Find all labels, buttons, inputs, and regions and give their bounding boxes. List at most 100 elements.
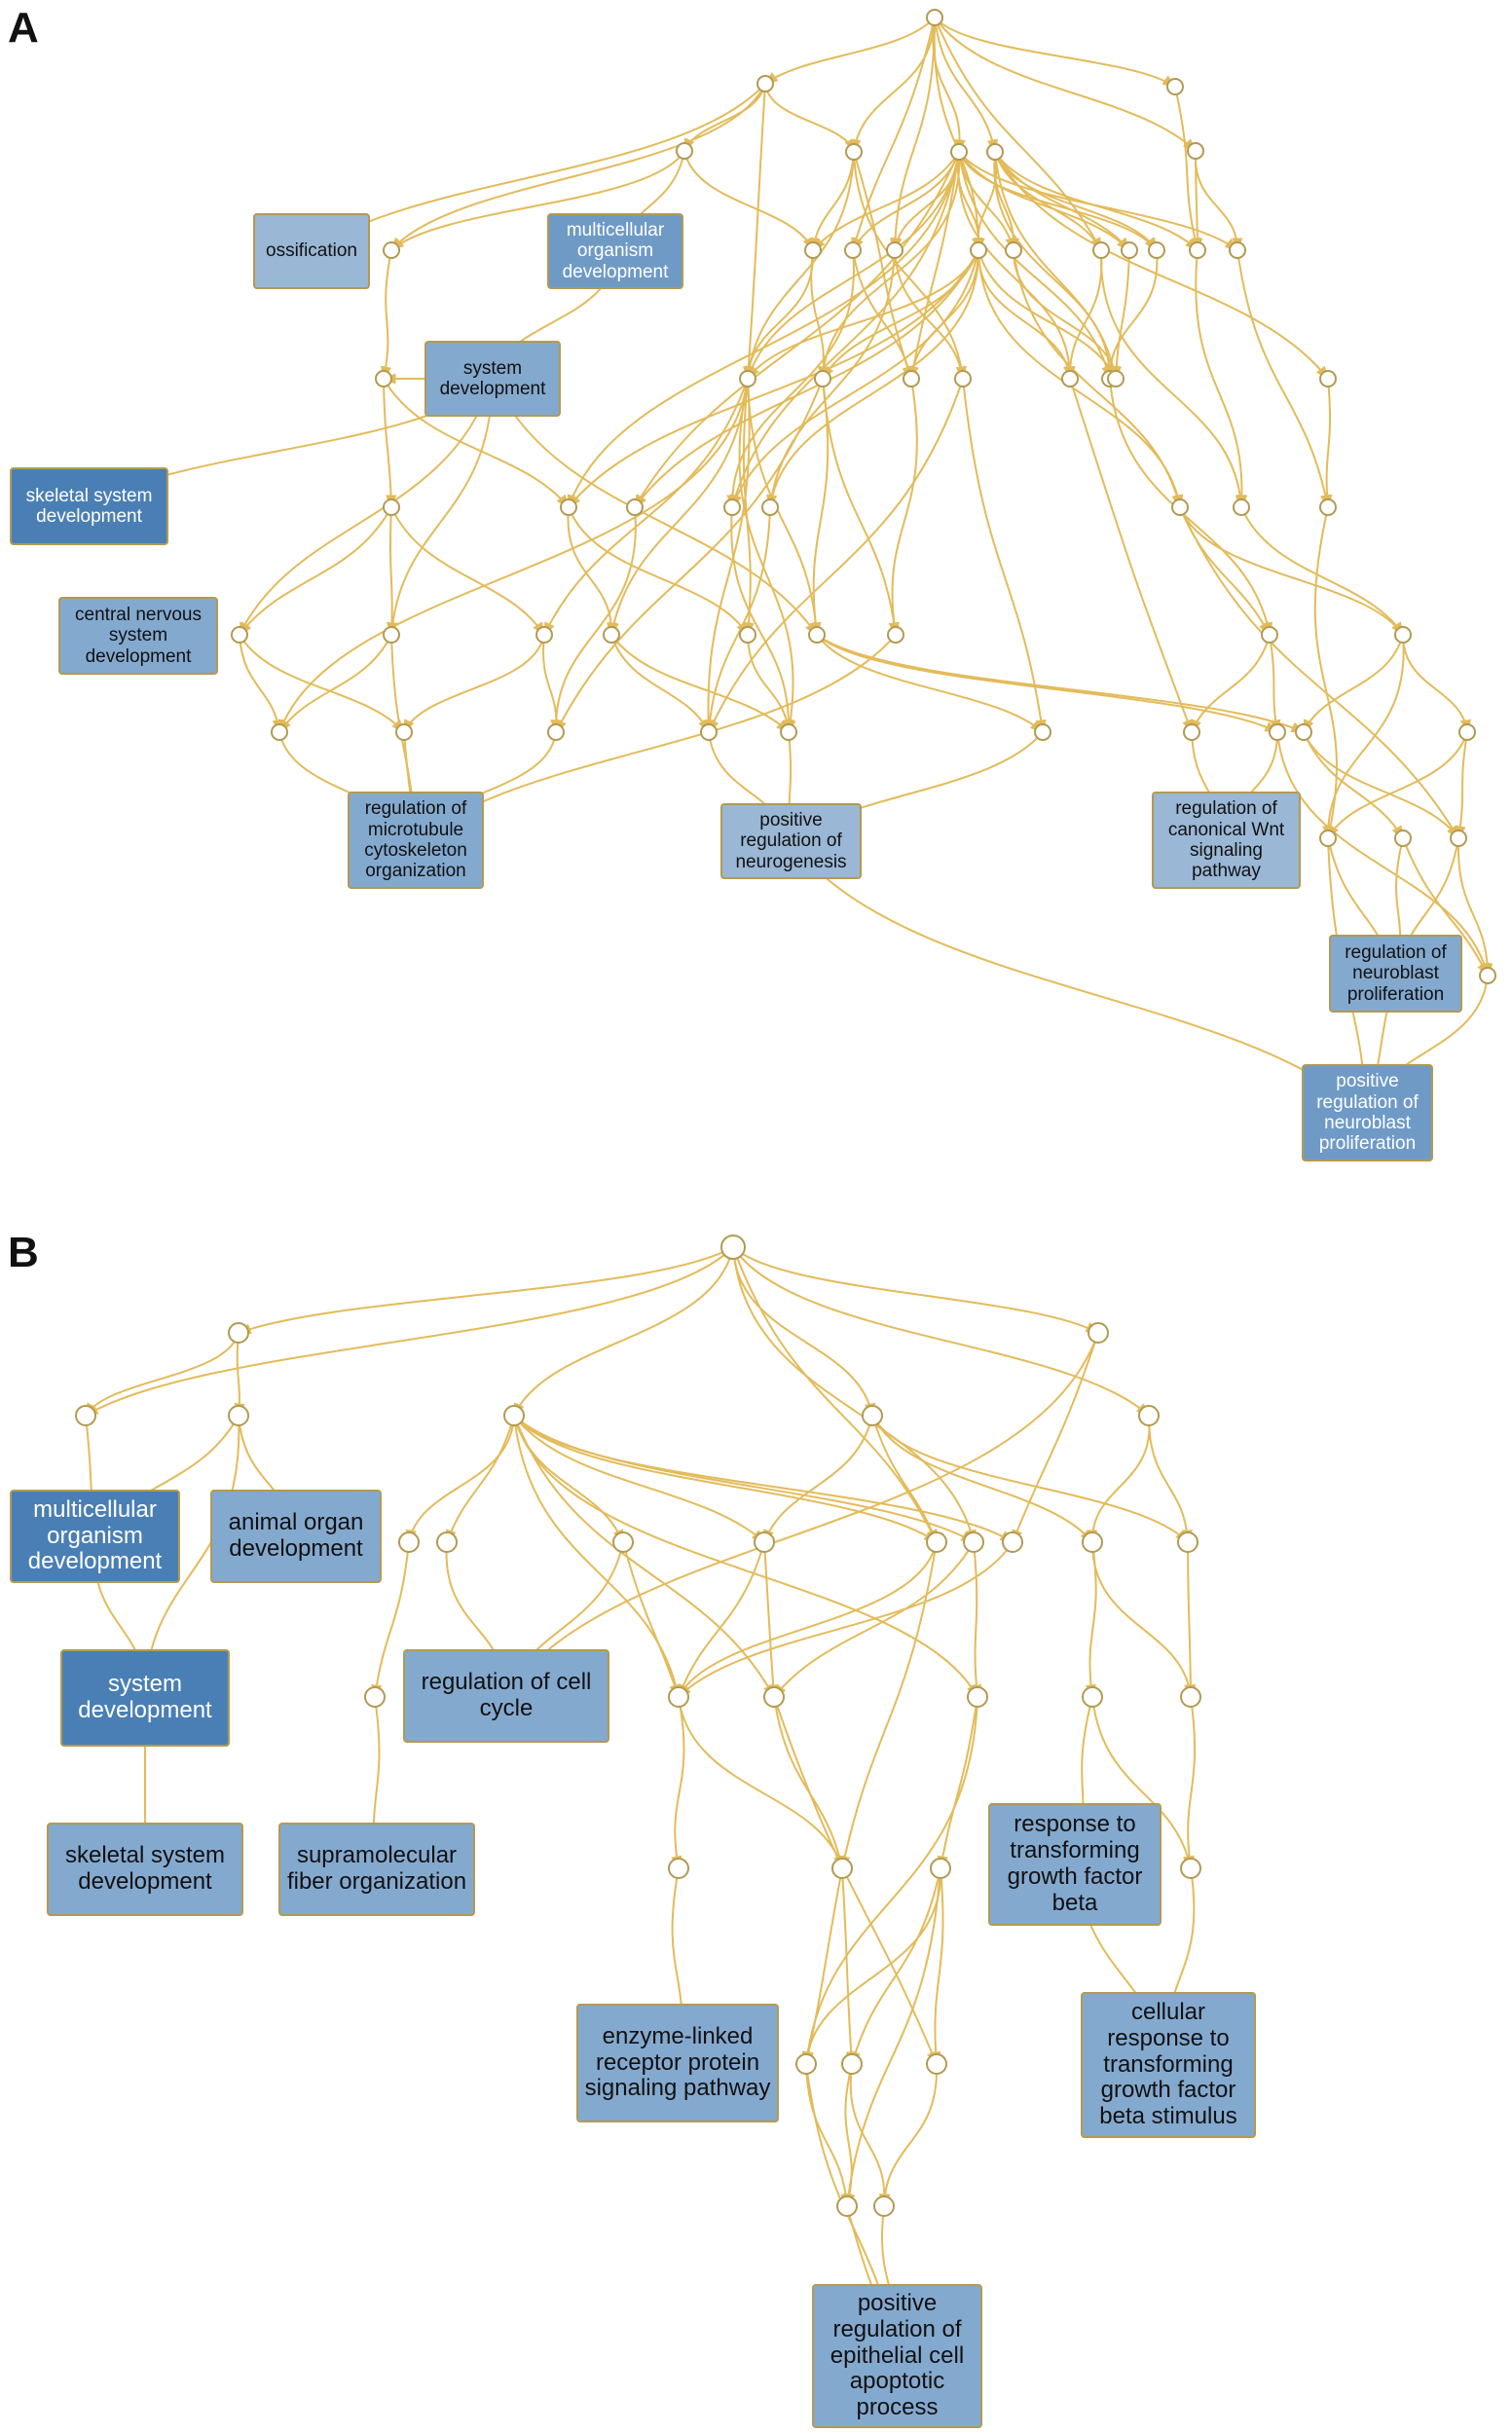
dag-node-a-n11[interactable]	[886, 241, 904, 259]
dag-node-a-n1[interactable]	[1166, 78, 1184, 95]
dag-node-b-b14[interactable]	[1002, 1531, 1023, 1553]
dag-node-b-b31[interactable]	[873, 2195, 895, 2217]
term-box-a-system-development[interactable]: system development	[424, 341, 561, 417]
term-box-a-regulation-of-neuroblast-proliferation[interactable]: regulation of neuroblast proliferation	[1329, 935, 1462, 1013]
dag-node-a-n34[interactable]	[1233, 498, 1250, 516]
term-box-b-response-to-transforming-growth-factor-beta[interactable]: response to transforming growth factor b…	[988, 1803, 1162, 1926]
dag-node-b-b19[interactable]	[763, 1686, 785, 1708]
term-box-a-positive-regulation-of-neurogenesis[interactable]: positive regulation of neurogenesis	[720, 803, 862, 879]
dag-node-b-b5[interactable]	[503, 1405, 525, 1426]
dag-node-b-b18[interactable]	[668, 1686, 689, 1708]
dag-node-b-b9[interactable]	[436, 1531, 458, 1553]
dag-node-a-n52[interactable]	[1269, 723, 1286, 741]
dag-node-a-n46[interactable]	[395, 723, 413, 741]
dag-node-a-n44[interactable]	[1394, 626, 1412, 644]
dag-node-b-b23[interactable]	[668, 1858, 689, 1879]
dag-node-a-n17[interactable]	[1189, 241, 1206, 259]
dag-node-b-b1[interactable]	[228, 1322, 249, 1344]
term-box-a-ossification[interactable]: ossification	[253, 213, 370, 289]
dag-node-a-n6[interactable]	[950, 143, 968, 161]
dag-node-a-n30[interactable]	[626, 498, 644, 516]
dag-node-a-n54[interactable]	[1458, 723, 1476, 741]
dag-node-b-b16[interactable]	[1177, 1531, 1199, 1553]
dag-node-b-b27[interactable]	[795, 2053, 817, 2075]
dag-node-b-b13[interactable]	[963, 1531, 984, 1553]
dag-node-a-n22[interactable]	[903, 370, 920, 387]
dag-node-a-n0[interactable]	[926, 9, 943, 26]
dag-node-a-n35[interactable]	[1319, 498, 1337, 516]
term-box-b-enzyme-linked-receptor-protein-signaling-pathway[interactable]: enzyme-linked receptor protein signaling…	[576, 2004, 779, 2122]
dag-node-a-n55[interactable]	[1319, 830, 1337, 847]
dag-node-a-n41[interactable]	[808, 626, 826, 644]
dag-node-a-n57[interactable]	[1450, 830, 1467, 847]
dag-node-a-n29[interactable]	[560, 498, 577, 516]
term-box-a-skeletal-system-development[interactable]: skeletal system development	[10, 467, 168, 545]
dag-node-a-n7[interactable]	[986, 143, 1004, 161]
dag-node-b-b25[interactable]	[930, 1858, 951, 1879]
dag-node-a-n53[interactable]	[1295, 723, 1312, 741]
dag-node-a-n5[interactable]	[845, 143, 863, 161]
dag-node-a-n13[interactable]	[1005, 241, 1022, 259]
dag-node-a-n39[interactable]	[603, 626, 620, 644]
dag-node-b-b3[interactable]	[75, 1405, 96, 1426]
dag-node-a-n27[interactable]	[1319, 370, 1337, 387]
dag-node-a-n21[interactable]	[814, 370, 831, 387]
dag-node-b-b10[interactable]	[612, 1531, 634, 1553]
dag-node-a-n18[interactable]	[1229, 241, 1246, 259]
dag-node-b-b2[interactable]	[1088, 1322, 1109, 1344]
dag-node-b-b29[interactable]	[926, 2053, 947, 2075]
dag-node-a-n4[interactable]	[676, 142, 693, 160]
dag-node-b-b6[interactable]	[862, 1405, 883, 1426]
dag-node-b-b20[interactable]	[967, 1686, 988, 1708]
dag-node-a-n58[interactable]	[1479, 967, 1496, 984]
dag-node-a-n47[interactable]	[547, 723, 565, 741]
dag-node-a-n48[interactable]	[700, 723, 718, 741]
term-box-a-central-nervous-system-development[interactable]: central nervous system development	[58, 597, 218, 675]
dag-node-a-n20[interactable]	[739, 370, 756, 387]
dag-node-a-n10[interactable]	[844, 241, 862, 259]
term-box-b-system-development[interactable]: system development	[60, 1649, 230, 1747]
dag-node-a-n23[interactable]	[954, 370, 972, 387]
dag-node-a-n38[interactable]	[535, 626, 553, 644]
dag-node-a-n8[interactable]	[383, 241, 400, 259]
term-box-b-supramolecular-fiber-organization[interactable]: supramolecular fiber organization	[278, 1823, 475, 1916]
dag-node-a-n19[interactable]	[375, 370, 392, 387]
dag-node-b-r[interactable]	[720, 1235, 746, 1260]
dag-node-a-n26[interactable]	[1107, 370, 1125, 387]
dag-node-a-n16[interactable]	[1148, 241, 1165, 259]
dag-node-a-n28[interactable]	[383, 498, 400, 516]
dag-node-a-n45[interactable]	[271, 723, 288, 741]
term-box-b-animal-organ-development[interactable]: animal organ development	[210, 1490, 382, 1583]
term-box-b-cellular-response-to-transforming-growth-factor-beta-stimulus[interactable]: cellular response to transforming growth…	[1081, 1992, 1256, 2138]
dag-node-a-n9[interactable]	[804, 241, 822, 259]
dag-node-a-n3[interactable]	[1187, 142, 1204, 160]
dag-node-a-n50[interactable]	[1034, 723, 1051, 741]
dag-node-b-b8[interactable]	[398, 1531, 420, 1553]
term-box-a-positive-regulation-of-neuroblast-proliferation[interactable]: positive regulation of neuroblast prolif…	[1302, 1064, 1433, 1162]
dag-node-a-n49[interactable]	[780, 723, 797, 741]
dag-node-a-n40[interactable]	[739, 626, 756, 644]
dag-node-a-n33[interactable]	[1171, 498, 1189, 516]
dag-node-b-b21[interactable]	[1082, 1686, 1103, 1708]
dag-node-b-b4[interactable]	[228, 1405, 249, 1426]
term-box-a-regulation-of-canonical-wnt-signaling-pathway[interactable]: regulation of canonical Wnt signaling pa…	[1152, 792, 1301, 889]
term-box-b-multicellular-organism-development[interactable]: multicellular organism development	[10, 1490, 180, 1583]
dag-node-a-n31[interactable]	[723, 498, 741, 516]
dag-node-b-b28[interactable]	[841, 2053, 863, 2075]
dag-node-b-b12[interactable]	[926, 1531, 947, 1553]
dag-node-b-b26[interactable]	[1180, 1858, 1201, 1879]
dag-node-b-b24[interactable]	[831, 1858, 853, 1879]
term-box-b-regulation-of-cell-cycle[interactable]: regulation of cell cycle	[403, 1649, 609, 1743]
term-box-a-multicellular-organism-development[interactable]: multicellular organism development	[547, 213, 683, 289]
dag-node-a-n42[interactable]	[887, 626, 904, 644]
dag-node-a-n32[interactable]	[761, 498, 779, 516]
dag-node-b-b7[interactable]	[1138, 1405, 1160, 1426]
dag-node-a-n12[interactable]	[970, 241, 987, 259]
dag-node-a-n2[interactable]	[756, 75, 774, 92]
term-box-b-positive-regulation-of-epithelial-cell-apoptotic-process[interactable]: positive regulation of epithelial cell a…	[812, 2284, 982, 2428]
dag-node-b-b15[interactable]	[1082, 1531, 1103, 1553]
term-box-a-regulation-of-microtubule-cytoskeleton-organization[interactable]: regulation of microtubule cytoskeleton o…	[348, 792, 484, 889]
dag-node-a-n14[interactable]	[1092, 241, 1110, 259]
dag-node-a-n56[interactable]	[1394, 830, 1412, 847]
dag-node-a-n15[interactable]	[1121, 241, 1138, 259]
